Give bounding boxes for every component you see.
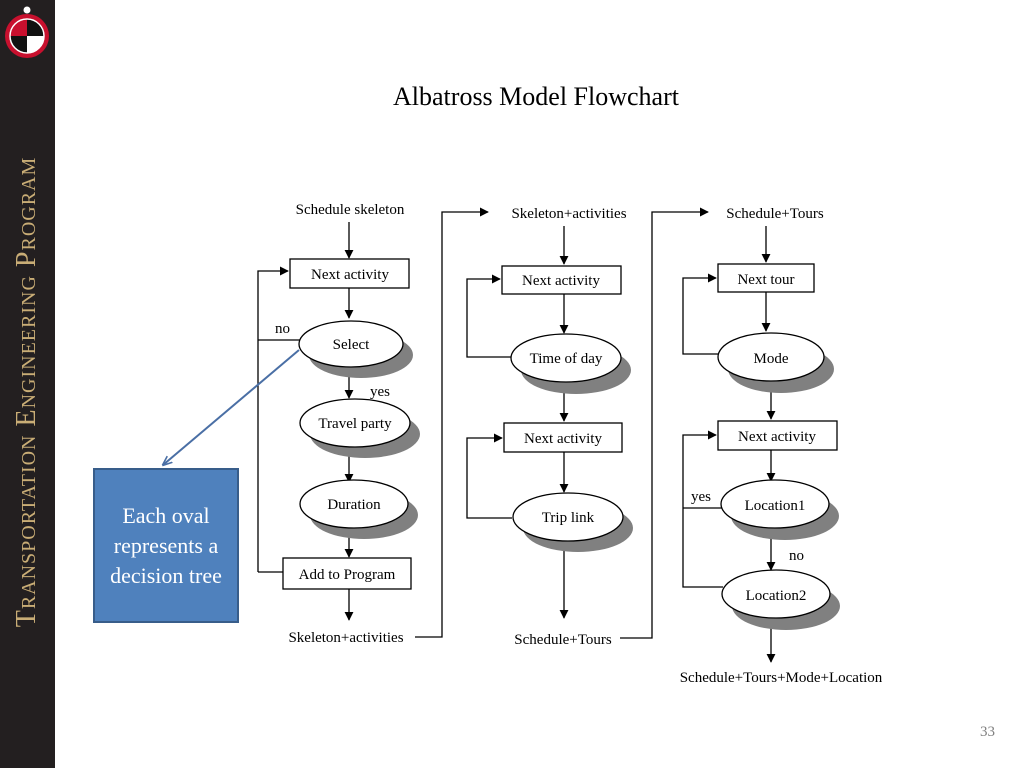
duration-label: Duration bbox=[327, 497, 381, 513]
col1-start-label: Schedule skeleton bbox=[296, 202, 405, 218]
trip-link-label: Trip link bbox=[542, 510, 595, 526]
sidebar: Transportation Engineering Program bbox=[0, 0, 55, 768]
page-number: 33 bbox=[980, 724, 995, 740]
col1-no-label: no bbox=[275, 321, 290, 337]
col3-start-label: Schedule+Tours bbox=[726, 206, 824, 222]
col2-next-activity-label-2: Next activity bbox=[524, 431, 602, 447]
callout-pointer-arrow bbox=[163, 349, 300, 465]
decision-tree-callout: Each oval represents a decision tree bbox=[93, 468, 239, 623]
location2-label: Location2 bbox=[746, 588, 807, 604]
university-seal-icon bbox=[5, 6, 49, 58]
slide-title: Albatross Model Flowchart bbox=[393, 82, 679, 111]
time-of-day-label: Time of day bbox=[530, 351, 603, 367]
col2-start-label: Skeleton+activities bbox=[511, 206, 626, 222]
flow-column-2: Skeleton+activities Next activity Time o… bbox=[501, 206, 633, 648]
mode-label: Mode bbox=[754, 351, 789, 367]
col2-next-activity-box-2 bbox=[503, 422, 623, 453]
col1-yes-label: yes bbox=[370, 384, 390, 400]
col3-next-activity-box bbox=[717, 420, 838, 451]
location1-oval bbox=[720, 479, 830, 529]
add-to-program-box bbox=[282, 557, 412, 590]
add-to-program-label: Add to Program bbox=[299, 567, 396, 583]
next-tour-label: Next tour bbox=[737, 272, 794, 288]
flow-column-1: Schedule skeleton Next activity Select n… bbox=[275, 202, 420, 646]
time-of-day-oval bbox=[510, 333, 622, 383]
flow-column-3: Schedule+Tours Next tour Mode Next activ… bbox=[680, 206, 883, 686]
col3-yes-label: yes bbox=[691, 489, 711, 505]
col1-next-activity-box bbox=[289, 258, 410, 289]
col3-end-label: Schedule+Tours+Mode+Location bbox=[680, 670, 883, 686]
col2-next-activity-label-1: Next activity bbox=[522, 273, 600, 289]
col3-next-activity-label: Next activity bbox=[738, 429, 816, 445]
col2-next-activity-box-1 bbox=[501, 265, 622, 295]
next-tour-box bbox=[717, 263, 815, 293]
duration-oval bbox=[299, 479, 409, 529]
col2-end-label: Schedule+Tours bbox=[514, 632, 612, 648]
trip-link-oval bbox=[512, 492, 624, 542]
select-label: Select bbox=[333, 337, 370, 353]
col1-next-activity-label: Next activity bbox=[311, 267, 389, 283]
col3-no-label: no bbox=[789, 548, 804, 564]
select-oval bbox=[298, 320, 404, 368]
location1-label: Location1 bbox=[745, 498, 806, 514]
col1-end-label: Skeleton+activities bbox=[288, 630, 403, 646]
location2-oval bbox=[721, 569, 831, 619]
callout-text: Each oval represents a decision tree bbox=[110, 502, 222, 588]
travel-party-label: Travel party bbox=[318, 416, 392, 432]
travel-party-oval bbox=[299, 398, 411, 448]
mode-oval bbox=[717, 332, 825, 382]
